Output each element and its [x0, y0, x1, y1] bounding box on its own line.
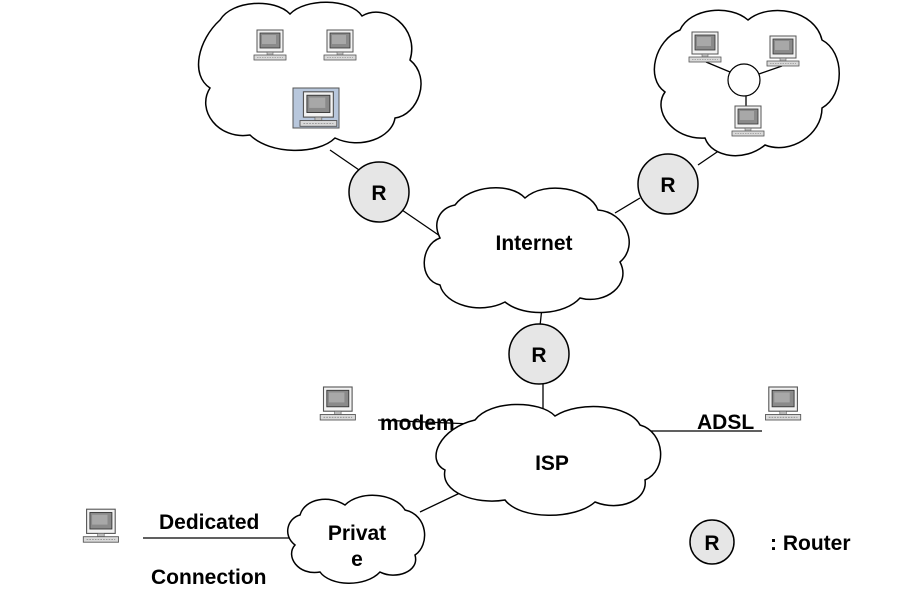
legend-router-symbol: R — [704, 532, 719, 555]
computer-icon — [253, 29, 287, 61]
computer-icon — [766, 35, 800, 67]
connection-label: Connection — [151, 566, 267, 589]
router-center: R — [508, 323, 570, 385]
computer-icon — [731, 105, 765, 137]
server-computer-icon — [292, 87, 340, 129]
private-label-line2: e — [351, 548, 363, 571]
internet-cloud: Internet — [423, 187, 630, 314]
internet-label: Internet — [495, 232, 572, 255]
legend-router-text: : Router — [770, 532, 851, 555]
computer-icon — [323, 29, 357, 61]
isp-label: ISP — [535, 452, 569, 475]
router-label: R — [660, 174, 675, 197]
adsl-computer-icon — [764, 386, 802, 421]
lan-cloud-ring — [653, 9, 840, 157]
router-label: R — [371, 182, 386, 205]
private-label-line1: Privat — [328, 522, 386, 545]
router-left: R — [348, 161, 410, 223]
dedicated-label: Dedicated — [159, 511, 259, 534]
computer-icon — [688, 31, 722, 63]
router-label: R — [531, 344, 546, 367]
private-cloud: Privat e — [286, 494, 426, 584]
adsl-label: ADSL — [697, 411, 754, 434]
dedicated-computer-icon — [82, 508, 120, 543]
router-right: R — [637, 153, 699, 215]
lan-cloud-bus — [197, 1, 422, 152]
isp-cloud: ISP — [435, 403, 662, 516]
legend: R : Router — [689, 519, 851, 565]
modem-label: modem — [380, 412, 455, 435]
modem-computer-icon — [319, 386, 356, 421]
